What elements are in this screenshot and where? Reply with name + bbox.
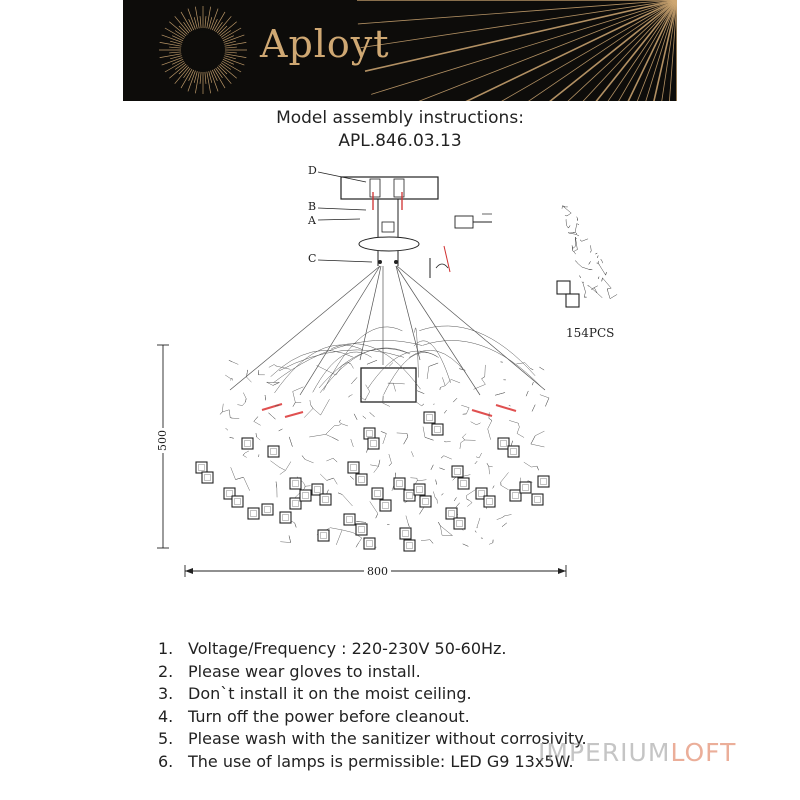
crystal-mesh <box>195 325 550 552</box>
label-d: D <box>308 164 317 177</box>
model-number: APL.846.03.13 <box>338 131 462 151</box>
instruction-item: 3.Don`t install it on the moist ceiling. <box>158 684 472 703</box>
label-b: B <box>308 200 317 213</box>
instruction-item: 5.Please wash with the sanitizer without… <box>158 729 587 748</box>
height-dimension: 500 <box>156 428 169 453</box>
label-c: C <box>308 252 317 265</box>
crystal-strip-detail <box>556 205 618 308</box>
page-title: Model assembly instructions: <box>276 108 524 128</box>
brand-banner: Aployt <box>123 0 677 101</box>
instructions-list: 1.Voltage/Frequency : 220-230V 50-60Hz. … <box>158 638 587 773</box>
ceiling-canopy <box>340 176 439 200</box>
instruction-item: 1.Voltage/Frequency : 220-230V 50-60Hz. <box>158 639 507 658</box>
instruction-item: 6.The use of lamps is permissible: LED G… <box>158 751 574 771</box>
sunburst-logo-icon <box>159 0 677 101</box>
instruction-item: 4.Turn off the power before cleanout. <box>158 706 470 726</box>
label-a: A <box>308 214 316 227</box>
pieces-count: 154PCS <box>566 326 615 340</box>
chandelier-drawing <box>157 171 618 577</box>
instruction-item: 2.Please wear gloves to install. <box>158 661 421 681</box>
brand-name: Aployt <box>260 22 390 66</box>
width-dimension: 800 <box>364 565 391 578</box>
watermark: IMPERIUMLOFT <box>538 738 737 767</box>
